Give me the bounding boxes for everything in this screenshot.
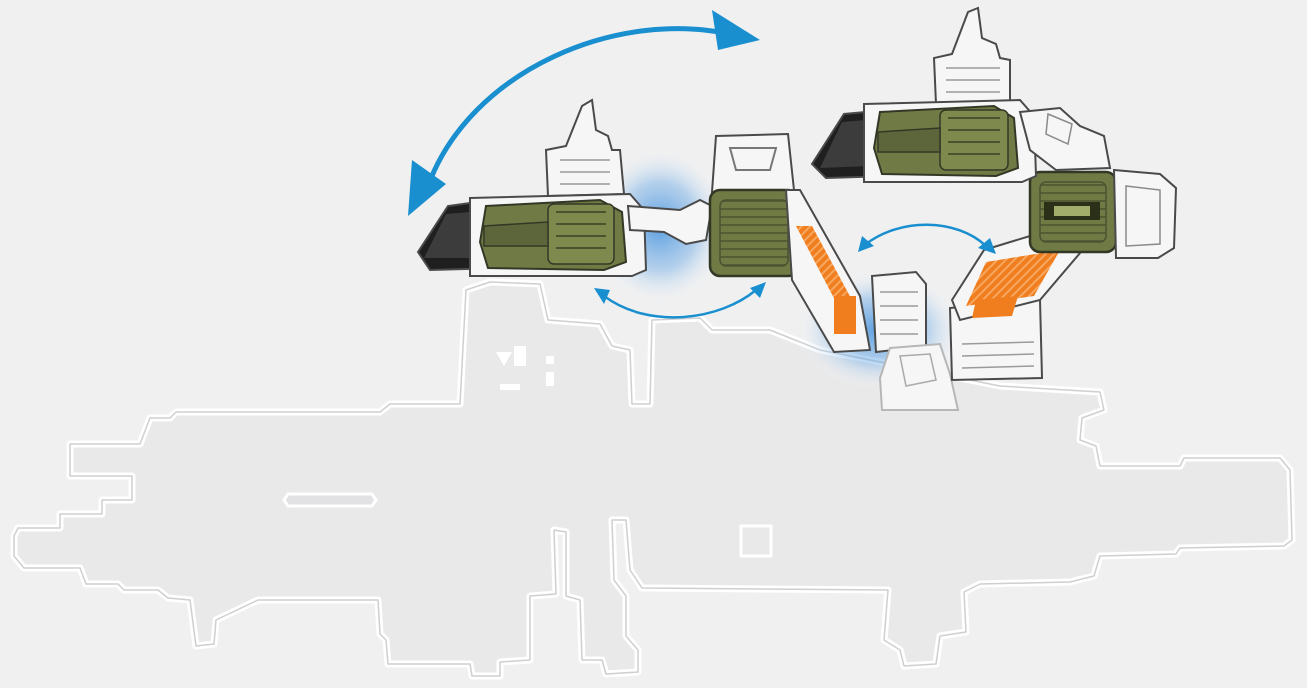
swing-arrow-icon (866, 225, 986, 246)
silhouette-body (14, 282, 1292, 676)
left-turret (546, 100, 624, 196)
middle-top-cap (712, 134, 794, 192)
top-right-weapon-module (812, 8, 1110, 182)
rotation-arrowhead-top (712, 10, 760, 50)
top-right-turret (934, 8, 1010, 104)
middle-bottom-joint (872, 272, 926, 352)
rotation-arrowhead-bottom (408, 160, 446, 216)
right-arm-module (950, 170, 1176, 380)
ghost-silhouette (14, 282, 1292, 676)
silhouette-slot (284, 494, 376, 506)
